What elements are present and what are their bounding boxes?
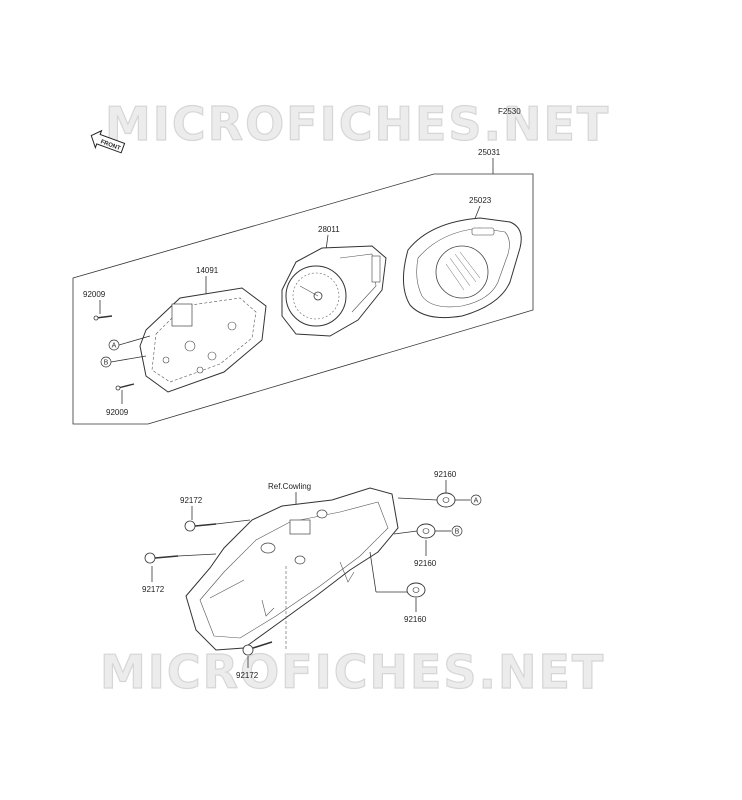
part-92172-a: 92172	[180, 496, 203, 505]
part-92009-bottom: 92009	[106, 408, 129, 417]
grommet-92160-a	[436, 492, 456, 508]
leader-92160-c3	[369, 551, 377, 593]
diagram-code: F2530	[498, 107, 521, 116]
ref-cowling: Ref.Cowling	[268, 482, 311, 491]
callout-b-upper: B	[100, 356, 112, 368]
assembly-outline	[72, 173, 534, 425]
leader-92160-b2	[393, 530, 418, 535]
part-92160-c: 92160	[404, 615, 427, 624]
bracket-lower	[185, 487, 399, 651]
svg-text:B: B	[455, 529, 460, 536]
part-92172-b: 92172	[142, 585, 165, 594]
screw-92009-bottom	[115, 383, 135, 391]
leader-a-upper	[118, 335, 151, 346]
bolt-92172-b	[144, 552, 179, 564]
watermark-bottom: MICROFICHES.NET	[100, 645, 605, 699]
callout-b-lower: B	[451, 525, 463, 537]
grommet-92160-c	[406, 582, 426, 598]
svg-text:A: A	[112, 343, 117, 350]
bolt-92172-c	[242, 641, 273, 656]
callout-a-lower: A	[470, 494, 482, 506]
leader-92172-b2	[177, 553, 217, 557]
part-25031: 25031	[478, 148, 501, 157]
watermark-top: MICROFICHES.NET	[105, 97, 610, 151]
svg-text:B: B	[104, 360, 109, 367]
part-92160-a: 92160	[434, 470, 457, 479]
part-92009-top: 92009	[83, 290, 106, 299]
part-92172-c: 92172	[236, 671, 259, 680]
leader-92172-a2	[215, 519, 251, 525]
meter-case-14091	[139, 287, 267, 393]
screw-92009-top	[93, 315, 113, 321]
part-28011: 28011	[318, 225, 340, 234]
meter-cover-25023	[403, 217, 522, 319]
part-92160-b: 92160	[414, 559, 437, 568]
part-25023: 25023	[469, 196, 492, 205]
leader-92160-a2	[397, 497, 438, 501]
callout-a-upper: A	[108, 339, 120, 351]
meter-unit-28011	[281, 245, 387, 337]
svg-text:A: A	[474, 498, 479, 505]
bolt-92172-a	[184, 520, 217, 532]
leader-b-upper	[110, 355, 147, 363]
part-14091: 14091	[196, 266, 219, 275]
grommet-92160-b	[416, 523, 436, 539]
